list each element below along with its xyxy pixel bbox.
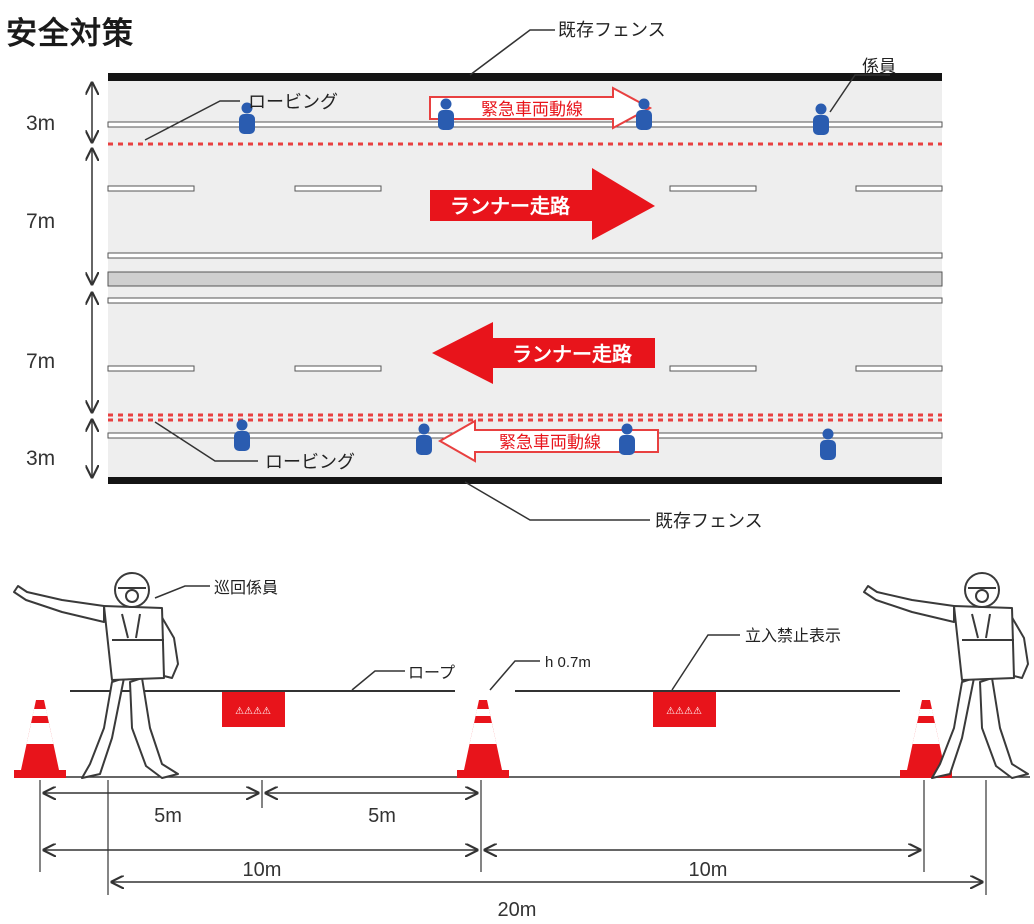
- dimension-arrows: [44, 793, 982, 882]
- median-line-2: [107, 297, 943, 304]
- fence-top-label: 既存フェンス: [558, 20, 666, 40]
- dim-label-10m-left: 10m: [243, 859, 282, 881]
- road-plan: ランナー走路 ランナー走路 緊急車両動線 緊急車両動線: [107, 73, 943, 484]
- traffic-cone-icon: [457, 700, 509, 778]
- page-title: 安全対策: [6, 16, 134, 52]
- height-label: h 0.7m: [545, 654, 591, 671]
- median-line-1: [107, 252, 943, 259]
- runner-arrow-left: [432, 322, 655, 384]
- width-label-sidewalk-bottom: 3m: [26, 447, 55, 470]
- traffic-cone-icon: [14, 700, 66, 778]
- elevation-leaders: [154, 585, 740, 691]
- width-label-lane-bottom: 7m: [26, 350, 55, 373]
- runner-arrow-right: [430, 168, 655, 240]
- patrol-staff-label: 巡回係員: [214, 579, 278, 597]
- sidewalk-line-top: [107, 121, 943, 128]
- runner-label-top: ランナー走路: [450, 194, 571, 218]
- dimension-extension-lines: [39, 780, 987, 895]
- emergency-arrow-top: [429, 86, 653, 130]
- lane-dashes-bottom: [107, 365, 943, 372]
- dim-label-10m-right: 10m: [689, 859, 728, 881]
- fence-bottom-label: 既存フェンス: [655, 511, 763, 531]
- patrol-staff-icon: [863, 572, 1029, 779]
- no-entry-sign: [653, 692, 716, 727]
- dim-label-5m-left: 5m: [154, 805, 182, 827]
- roping-label-top: ロービング: [248, 92, 338, 112]
- emergency-label-bottom: 緊急車両動線: [499, 433, 601, 452]
- median-strip: [107, 271, 943, 287]
- roping-label-bottom: ロービング: [265, 452, 355, 472]
- runner-label-bottom: ランナー走路: [512, 342, 633, 366]
- no-entry-sign-glyphs: ⚠⚠⚠⚠: [235, 706, 271, 717]
- width-label-sidewalk-top: 3m: [26, 112, 55, 135]
- elevation: ⚠⚠⚠⚠ ⚠⚠⚠⚠: [13, 572, 1030, 779]
- fence-bottom: [108, 477, 942, 484]
- dim-label-total: 20m: [498, 899, 537, 921]
- no-entry-label: 立入禁止表示: [745, 627, 841, 645]
- rope-label: ロープ: [408, 664, 455, 682]
- no-entry-sign-glyphs: ⚠⚠⚠⚠: [666, 706, 702, 717]
- dim-label-5m-right: 5m: [368, 805, 396, 827]
- emergency-label-top: 緊急車両動線: [481, 100, 583, 119]
- width-label-lane-top: 7m: [26, 210, 55, 233]
- plan-leaders: [144, 29, 890, 521]
- lane-dashes-top: [107, 185, 943, 192]
- no-entry-sign: [222, 692, 285, 727]
- fence-top: [108, 73, 942, 81]
- staff-label: 係員: [862, 57, 896, 76]
